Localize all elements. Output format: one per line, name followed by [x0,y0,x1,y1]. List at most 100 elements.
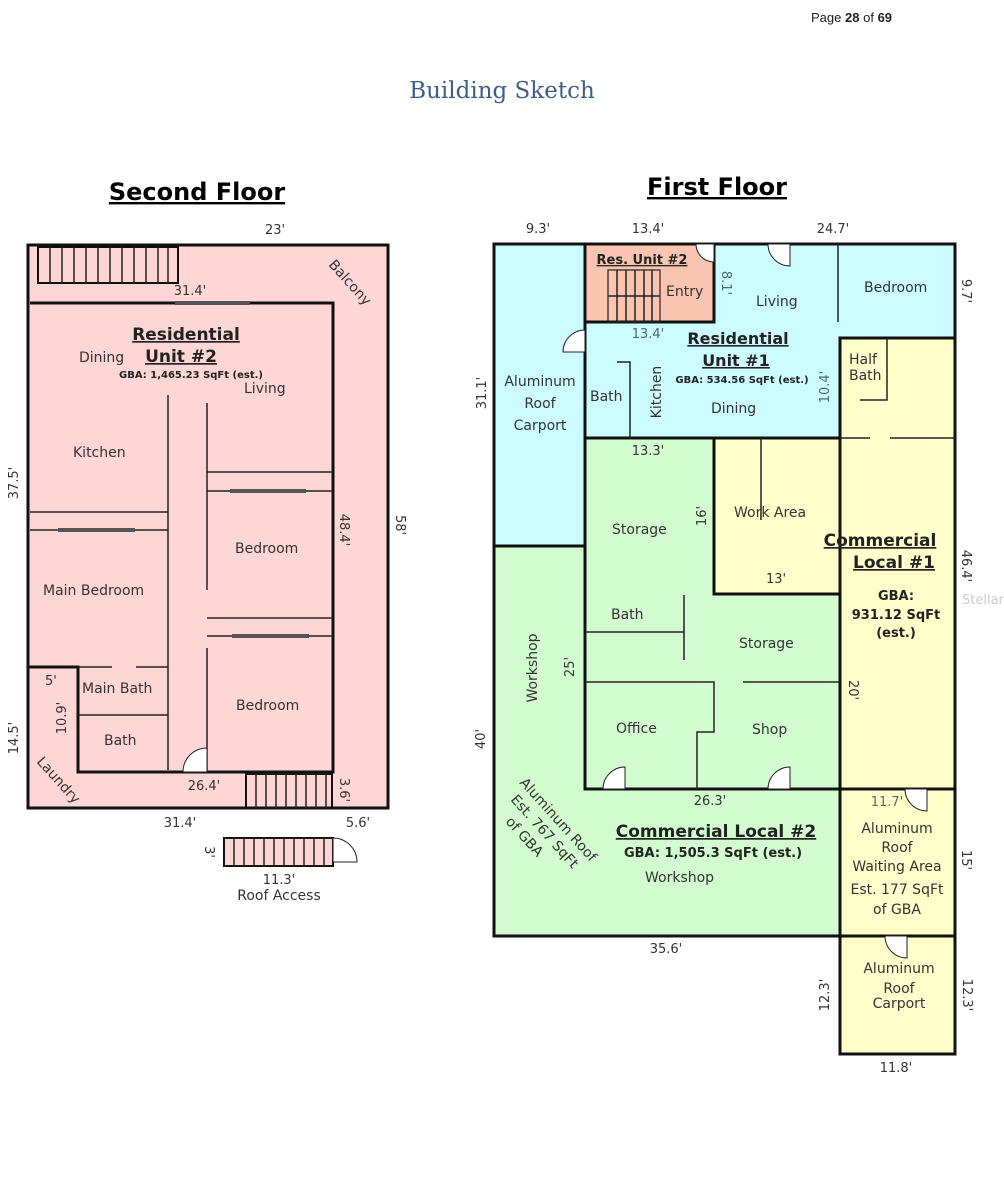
commercial-2-title: Commercial Local #2 [616,822,817,842]
commercial-local-2-area [494,438,840,936]
room-label: Bedroom [235,541,298,557]
dimension-label: 25' [563,657,578,677]
commercial-1-title: Commercial [824,531,937,551]
page-number: Page 28 of 69 [811,10,893,25]
commercial-1-gba: GBA: [878,589,914,604]
res-unit-1-gba: GBA: 534.56 SqFt (est.) [675,375,808,386]
dimension-label: 26.3' [694,794,727,809]
dimension-label: 9.7' [958,279,973,303]
dimension-label: 5.6' [346,816,370,831]
unit-2-title: Unit #2 [145,347,217,367]
room-label: Workshop [645,870,714,886]
stairs [607,269,661,323]
commercial-1-gba: 931.12 SqFt [852,608,940,623]
res-unit-2-label: Res. Unit #2 [597,253,688,268]
room-label: Bath [611,607,644,623]
dimension-label: 13' [766,572,786,587]
dimension-label: 40' [474,729,489,749]
room-label: Storage [612,522,667,538]
door-icons [562,243,928,959]
room-label: Waiting Area [852,859,941,875]
dimension-label: 48.4' [336,514,351,547]
top-stairs [37,246,179,284]
dimension-label: 31.4' [174,284,207,299]
windows [58,301,309,638]
room-label: Work Area [734,505,806,521]
room-label: Bedroom [864,280,927,296]
room-label: Main Bath [82,681,152,697]
dimension-label: 23' [265,223,285,238]
dimension-label: 35.6' [650,942,683,957]
dimension-label: 10.4' [818,371,833,404]
residential-unit-1-area [585,244,955,438]
unit-2-gba: GBA: 1,465.23 SqFt (est.) [119,370,263,381]
room-label: Est. 177 SqFt [850,882,944,898]
dimension-label: 3.6' [336,778,351,802]
dimension-label: 5' [45,674,57,689]
room-label: Bedroom [236,698,299,714]
first-floor-plan: First Floor Residential Unit #1 GBA: 534… [474,173,1004,1076]
commercial-local-1-area [714,338,955,789]
first-floor-outline [492,242,957,1056]
room-label: Roof [524,396,556,412]
room-label: Living [756,294,798,310]
commercial-1-gba: (est.) [876,626,916,641]
dimension-label: 14.5' [7,722,22,755]
room-label: Roof [881,840,913,856]
unit-2-title: Residential [132,325,240,345]
page-title: Building Sketch [409,78,595,104]
door-icon [182,747,208,773]
dimension-label: 11.7' [871,795,904,810]
room-label: Dining [711,401,756,417]
carport-area [494,244,585,546]
res-unit-1-title: Residential [687,329,788,348]
room-label: of GBA [873,902,921,918]
dimension-label: 13.4' [632,327,665,342]
room-label: Aluminum [504,374,575,390]
dimension-label: 58' [392,515,407,535]
dimension-label: 37.5' [7,467,22,500]
room-label: Carport [514,418,567,434]
dimension-label: 10.9' [55,702,70,735]
room-label: Bath [849,368,882,384]
dimension-label: 31.4' [164,816,197,831]
res-unit-1-title: Unit #1 [702,351,770,370]
bottom-stairs [245,773,333,809]
dimension-label: 11.3' [263,873,296,888]
room-label: Kitchen [73,445,126,461]
dimension-label: 16' [695,506,710,526]
room-label: Bath [104,733,137,749]
dimension-label: 24.7' [817,222,850,237]
room-label: Office [616,721,657,737]
commercial-1-title: Local #1 [853,553,935,573]
room-label: Living [244,381,286,397]
room-label: Storage [739,636,794,652]
first-floor-heading: First Floor [647,173,787,201]
second-floor-outline [26,243,390,810]
dimension-label: 26.4' [188,779,221,794]
dimension-label: 9.3' [526,222,550,237]
dimension-label: 12.3' [959,979,974,1012]
dimension-label: 8.1' [718,271,733,295]
room-label: Roof Access [237,888,321,904]
dimension-label: 15' [958,850,973,870]
second-floor-plan: Second Floor Residential Unit #2 GBA: 1,… [7,178,407,904]
room-label: Half [849,352,878,368]
room-label: Shop [752,722,787,738]
room-label: Dining [79,350,124,366]
unit-walls [494,244,955,938]
dimension-label: 13.4' [632,222,665,237]
room-label: Workshop [525,633,541,702]
dimension-label: 11.8' [880,1061,913,1076]
room-label: Aluminum [863,961,934,977]
room-label: Bath [590,389,623,405]
dimension-label: 3' [201,846,216,858]
dimension-label: 13.3' [632,444,665,459]
interior-walls [585,244,955,789]
room-label: Entry [666,284,703,300]
watermark: Stellar MLS [962,593,1004,608]
room-label: Main Bedroom [43,583,144,599]
waiting-area [840,789,955,936]
room-label: Kitchen [649,366,665,419]
